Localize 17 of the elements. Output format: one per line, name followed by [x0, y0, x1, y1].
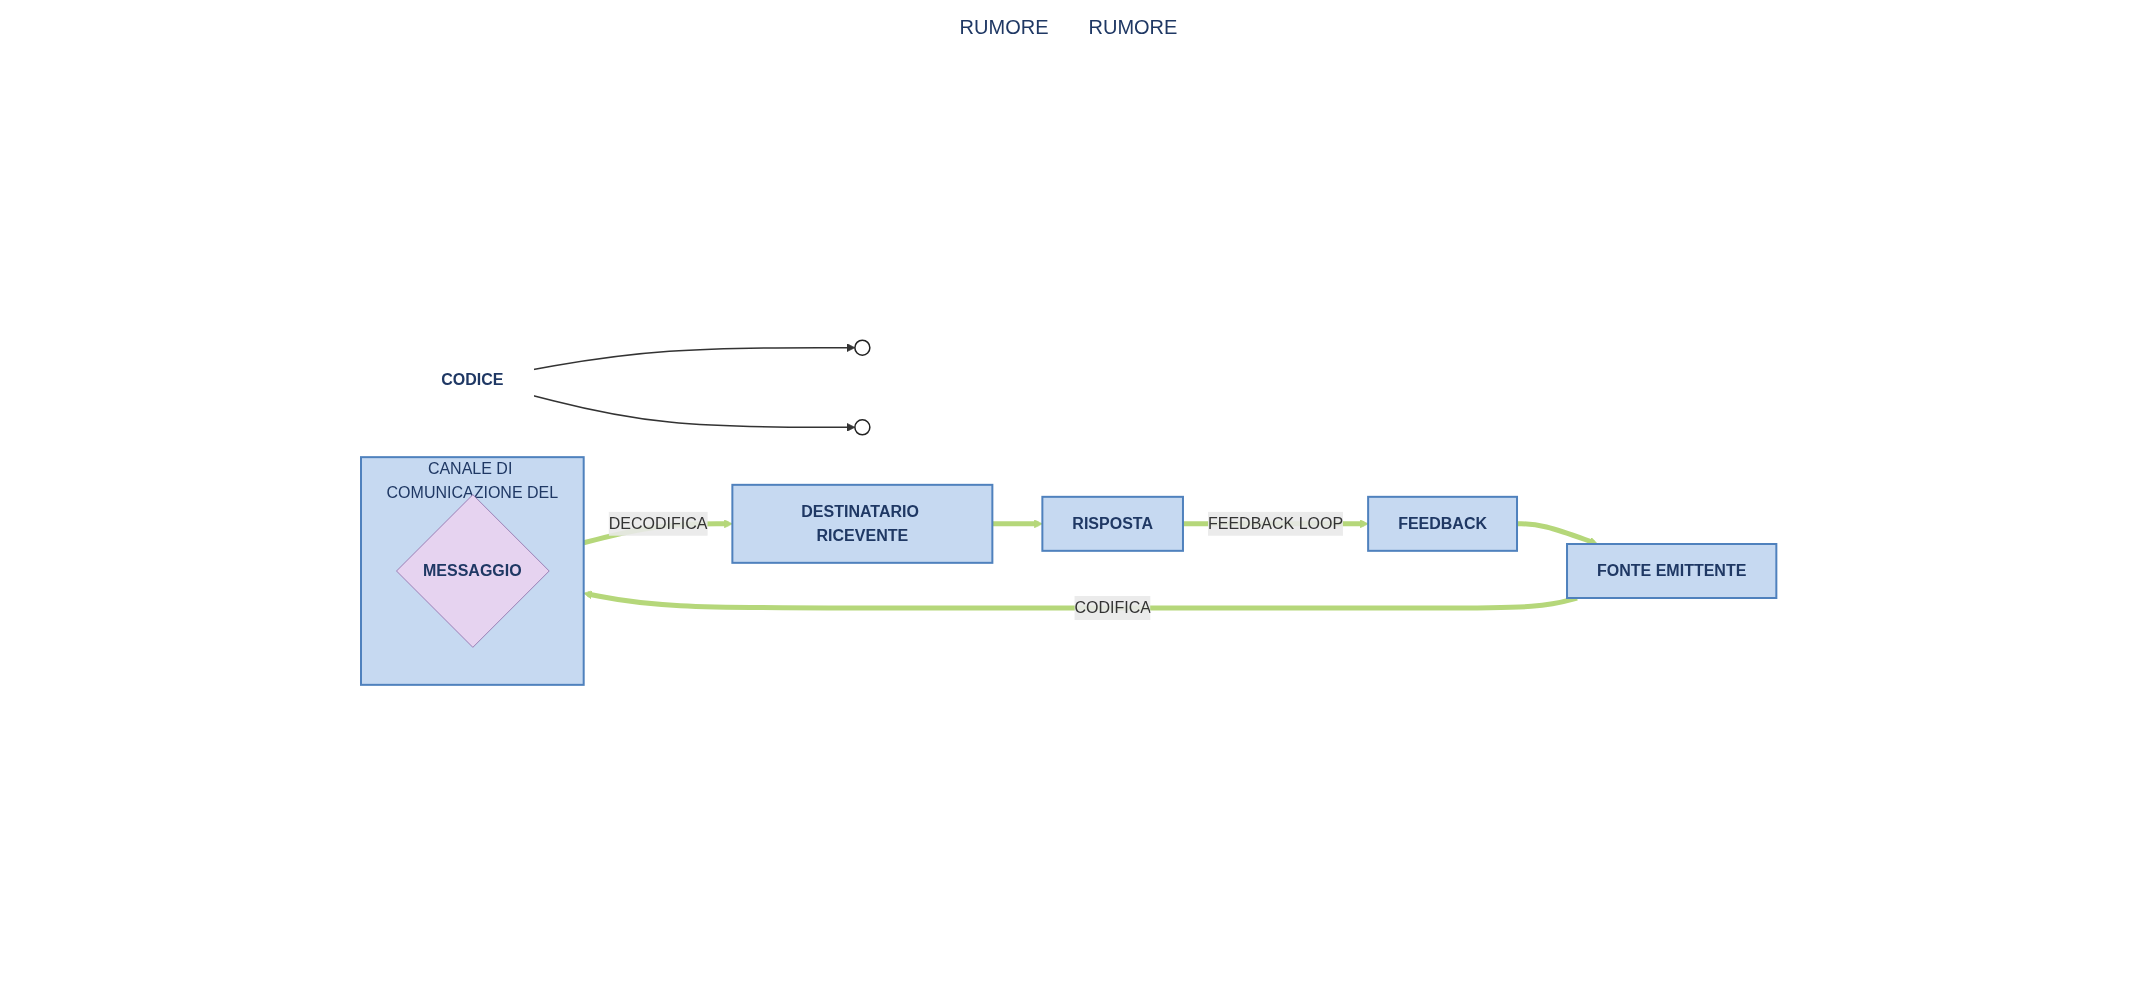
- node-text: CODICE: [441, 371, 504, 389]
- edge-label: CODIFICA: [1074, 599, 1151, 616]
- noise-label: RUMORE: [959, 16, 1049, 39]
- arrow: [583, 590, 1578, 611]
- edge-label: FEEDBACK LOOP: [1207, 514, 1343, 532]
- node-circle: [853, 339, 871, 356]
- edge-label: DECODIFICA: [608, 514, 708, 532]
- noise-label: RUMORE: [1088, 16, 1178, 39]
- arrow: [992, 519, 1043, 529]
- node-box: DESTINATARIO RICEVENTE: [731, 483, 994, 564]
- node-circle: [853, 419, 871, 436]
- node-box: RISPOSTA: [1041, 495, 1184, 552]
- arrow: [532, 343, 856, 371]
- node-box: FEEDBACK: [1366, 495, 1518, 552]
- node-box: FONTE EMITTENTE: [1565, 543, 1778, 599]
- arrow: [532, 394, 856, 432]
- arrow: [1516, 521, 1598, 546]
